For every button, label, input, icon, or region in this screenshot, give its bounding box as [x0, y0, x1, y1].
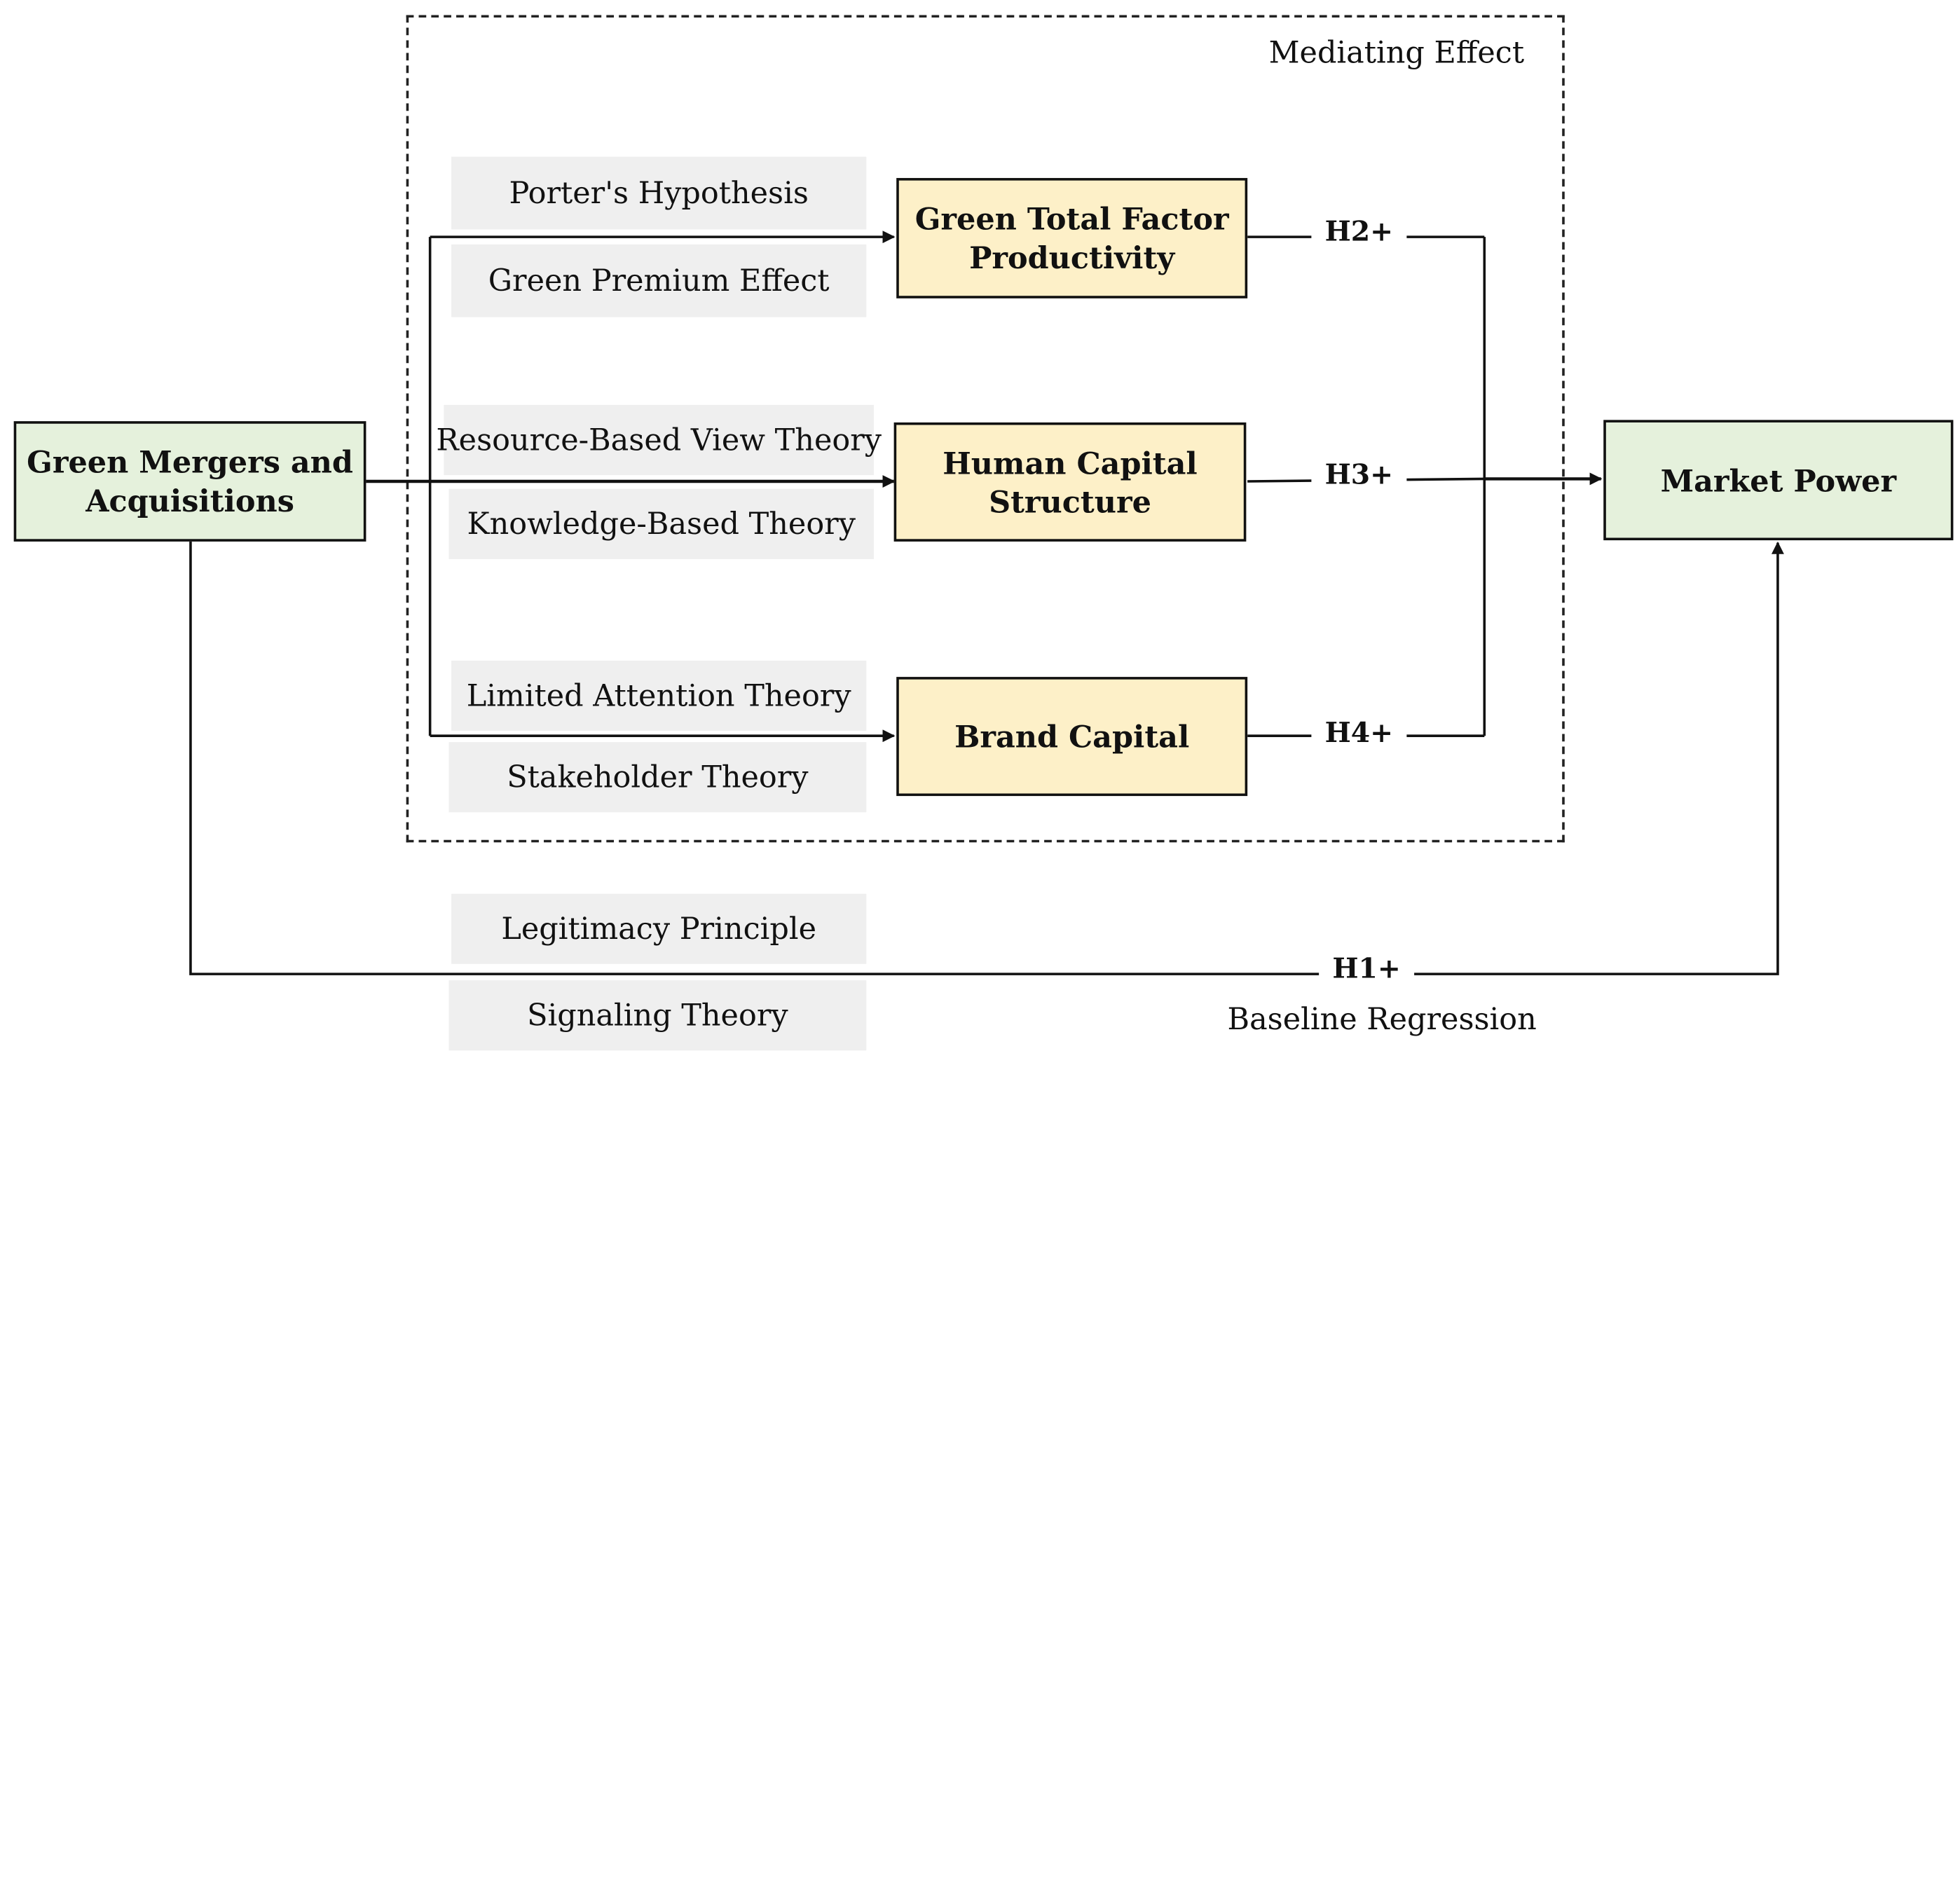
- human-capital-node: Human Capital Structure: [893, 422, 1247, 542]
- hypothesis-h1-label: H1+: [1319, 952, 1415, 986]
- brand-capital-node: Brand Capital: [896, 677, 1248, 797]
- gtfp-node: Green Total Factor Productivity: [896, 178, 1248, 298]
- baseline-path: [189, 541, 1784, 975]
- theory-limited-attention: Limited Attention Theory: [451, 660, 867, 731]
- theory-knowledge-based: Knowledge-Based Theory: [448, 488, 875, 559]
- mediating-effect-frame: [406, 15, 1565, 843]
- mediating-effect-label: Mediating Effect: [1268, 35, 1525, 71]
- baseline-regression-label: Baseline Regression: [1227, 1001, 1537, 1037]
- theory-legitimacy: Legitimacy Principle: [451, 893, 867, 964]
- theory-signaling: Signaling Theory: [448, 980, 867, 1051]
- theory-stakeholder: Stakeholder Theory: [448, 742, 867, 813]
- theory-resource-based-view: Resource-Based View Theory: [436, 404, 882, 476]
- hypothesis-h4-label: H4+: [1311, 717, 1407, 750]
- theory-porter: Porter's Hypothesis: [451, 156, 867, 230]
- hypothesis-h2-label: H2+: [1311, 215, 1407, 249]
- connector-lines: [189, 231, 1784, 975]
- market-power-node: Market Power: [1603, 420, 1954, 541]
- hypothesis-h3-label: H3+: [1311, 458, 1407, 492]
- theory-green-premium: Green Premium Effect: [451, 244, 867, 317]
- green-ma-node: Green Mergers and Acquisitions: [13, 421, 366, 542]
